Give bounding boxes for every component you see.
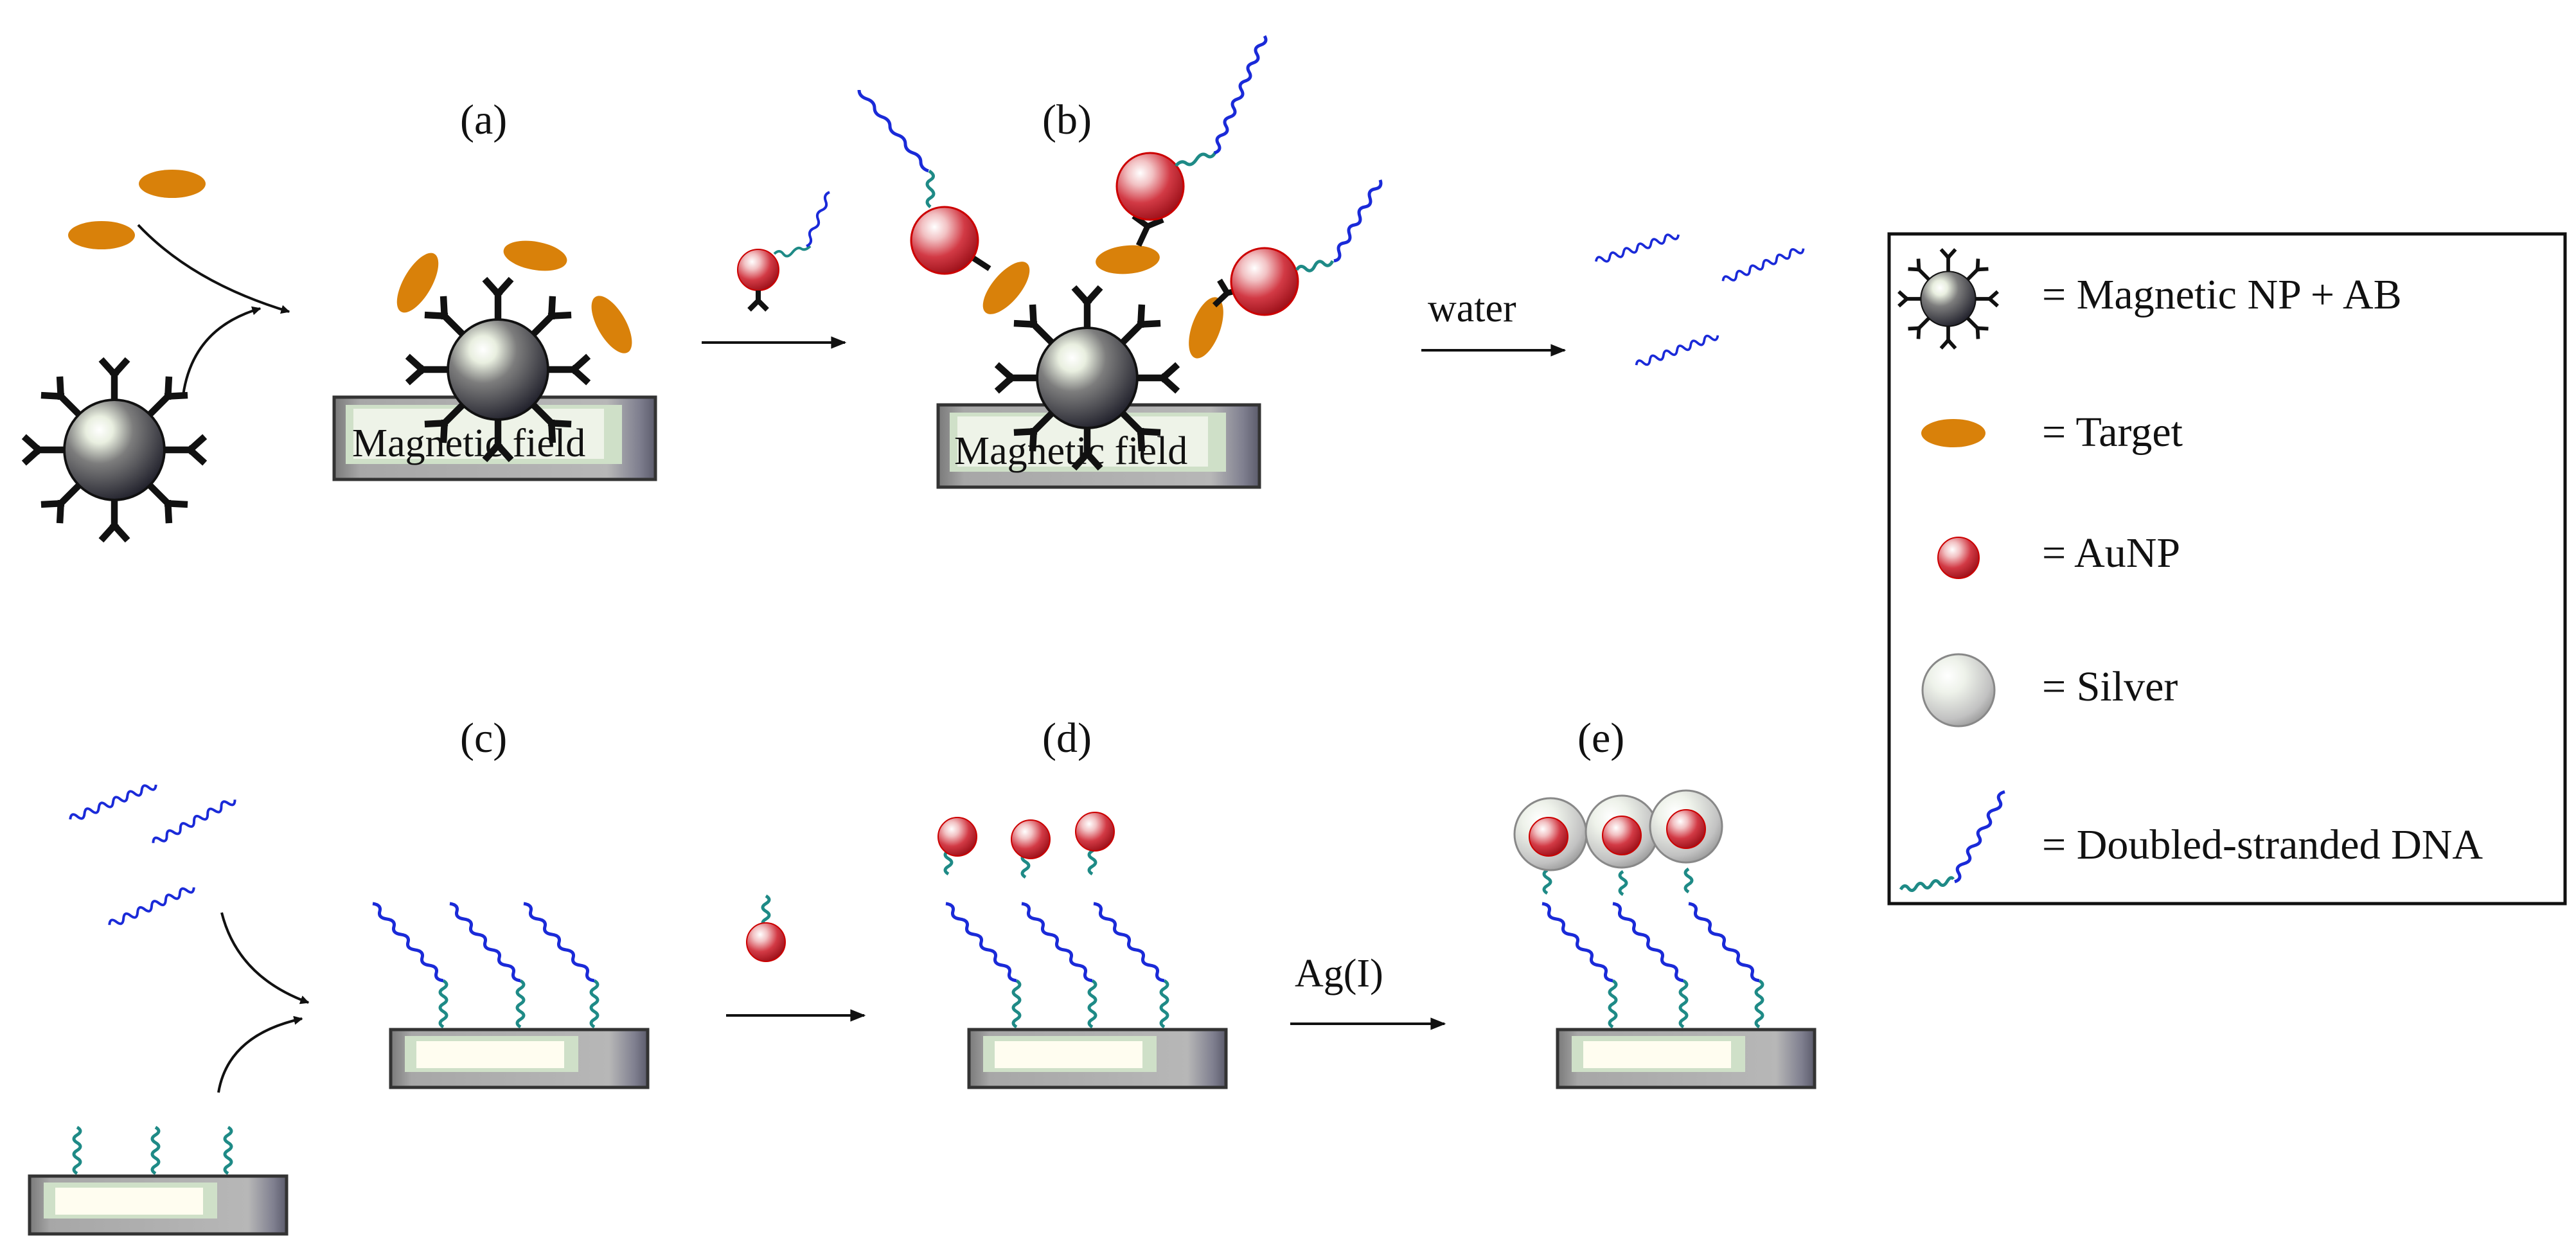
hybridized-dna [1542,904,1616,1027]
legend-silver: = Silver [2042,663,2178,710]
target-molecule [982,262,1030,314]
gold-nanoparticle [1230,247,1299,316]
substrate-slide [969,1030,1226,1087]
gold-nanoparticle [910,206,979,275]
hybridized-dna [524,904,598,1027]
target-molecule [591,296,632,353]
hybridized-dna [946,904,1020,1027]
released-dna [108,884,195,929]
legend-aunp: = AuNP [2042,530,2180,576]
hybridized-dna [373,904,447,1027]
legend-magnetic-np-ab: = Magnetic NP + AB [2042,271,2402,318]
magnetic-field-label: Magnetic field [954,429,1187,473]
legend-box [1887,232,2567,906]
target-molecule [68,221,135,249]
released-dna [69,781,157,823]
hybridized-dna [450,904,524,1027]
aunp-legend-icon [1937,537,1980,579]
target-legend-icon [1921,419,1985,447]
panel-label-c: (c) [460,715,507,762]
target-molecule [503,240,567,271]
magnetic-nanoparticle [26,362,202,538]
panel-label-d: (d) [1042,715,1092,762]
target-molecule [396,253,439,313]
substrate-slide [1558,1030,1815,1087]
capture-probe [225,1127,231,1174]
target-molecule [139,170,206,198]
silver-ion-label: Ag(I) [1295,952,1383,996]
legend: = Magnetic NP + AB = Target = AuNP = Sil… [1887,232,2567,906]
dsdna-legend-icon [1899,790,2005,892]
capture-probe [74,1127,80,1174]
gold-nanoparticle [1011,819,1051,859]
gold-nanoparticle [1075,812,1115,852]
target-molecule [1189,297,1223,359]
silver-legend-icon [1921,653,1996,728]
panel-label-e: (e) [1577,715,1624,762]
hybridized-dna [1613,904,1687,1027]
panel-label-a: (a) [460,96,507,143]
substrate-slide [391,1030,648,1087]
combine-arrow [137,224,290,314]
water-label: water [1428,287,1516,330]
released-dna [1633,331,1721,370]
hybridized-dna [1689,904,1763,1027]
hybridized-dna [1094,904,1168,1027]
magnetic-field-label: Magnetic field [352,422,585,465]
gold-nanoparticle [1529,817,1568,857]
combine-arrow [182,306,262,396]
legend-dsdna: = Doubled-stranded DNA [2042,821,2483,868]
combine-arrow [217,1015,303,1093]
gold-nanoparticle [1115,152,1185,221]
legend-target: = Target [2042,409,2183,456]
combine-arrow [220,912,310,1004]
aunp-probe [746,894,786,962]
aunp-reagent [737,191,830,312]
gold-nanoparticle [1666,809,1706,849]
gold-nanoparticle [1602,816,1642,855]
target-molecule [1096,245,1160,274]
hybridized-dna [1022,904,1096,1027]
released-dna [1720,244,1806,286]
gold-nanoparticle [937,817,977,857]
capture-probe [152,1127,159,1174]
panel-label-b: (b) [1042,96,1092,143]
released-dna [1594,230,1681,266]
substrate-slide [30,1176,287,1234]
released-dna [152,796,236,846]
